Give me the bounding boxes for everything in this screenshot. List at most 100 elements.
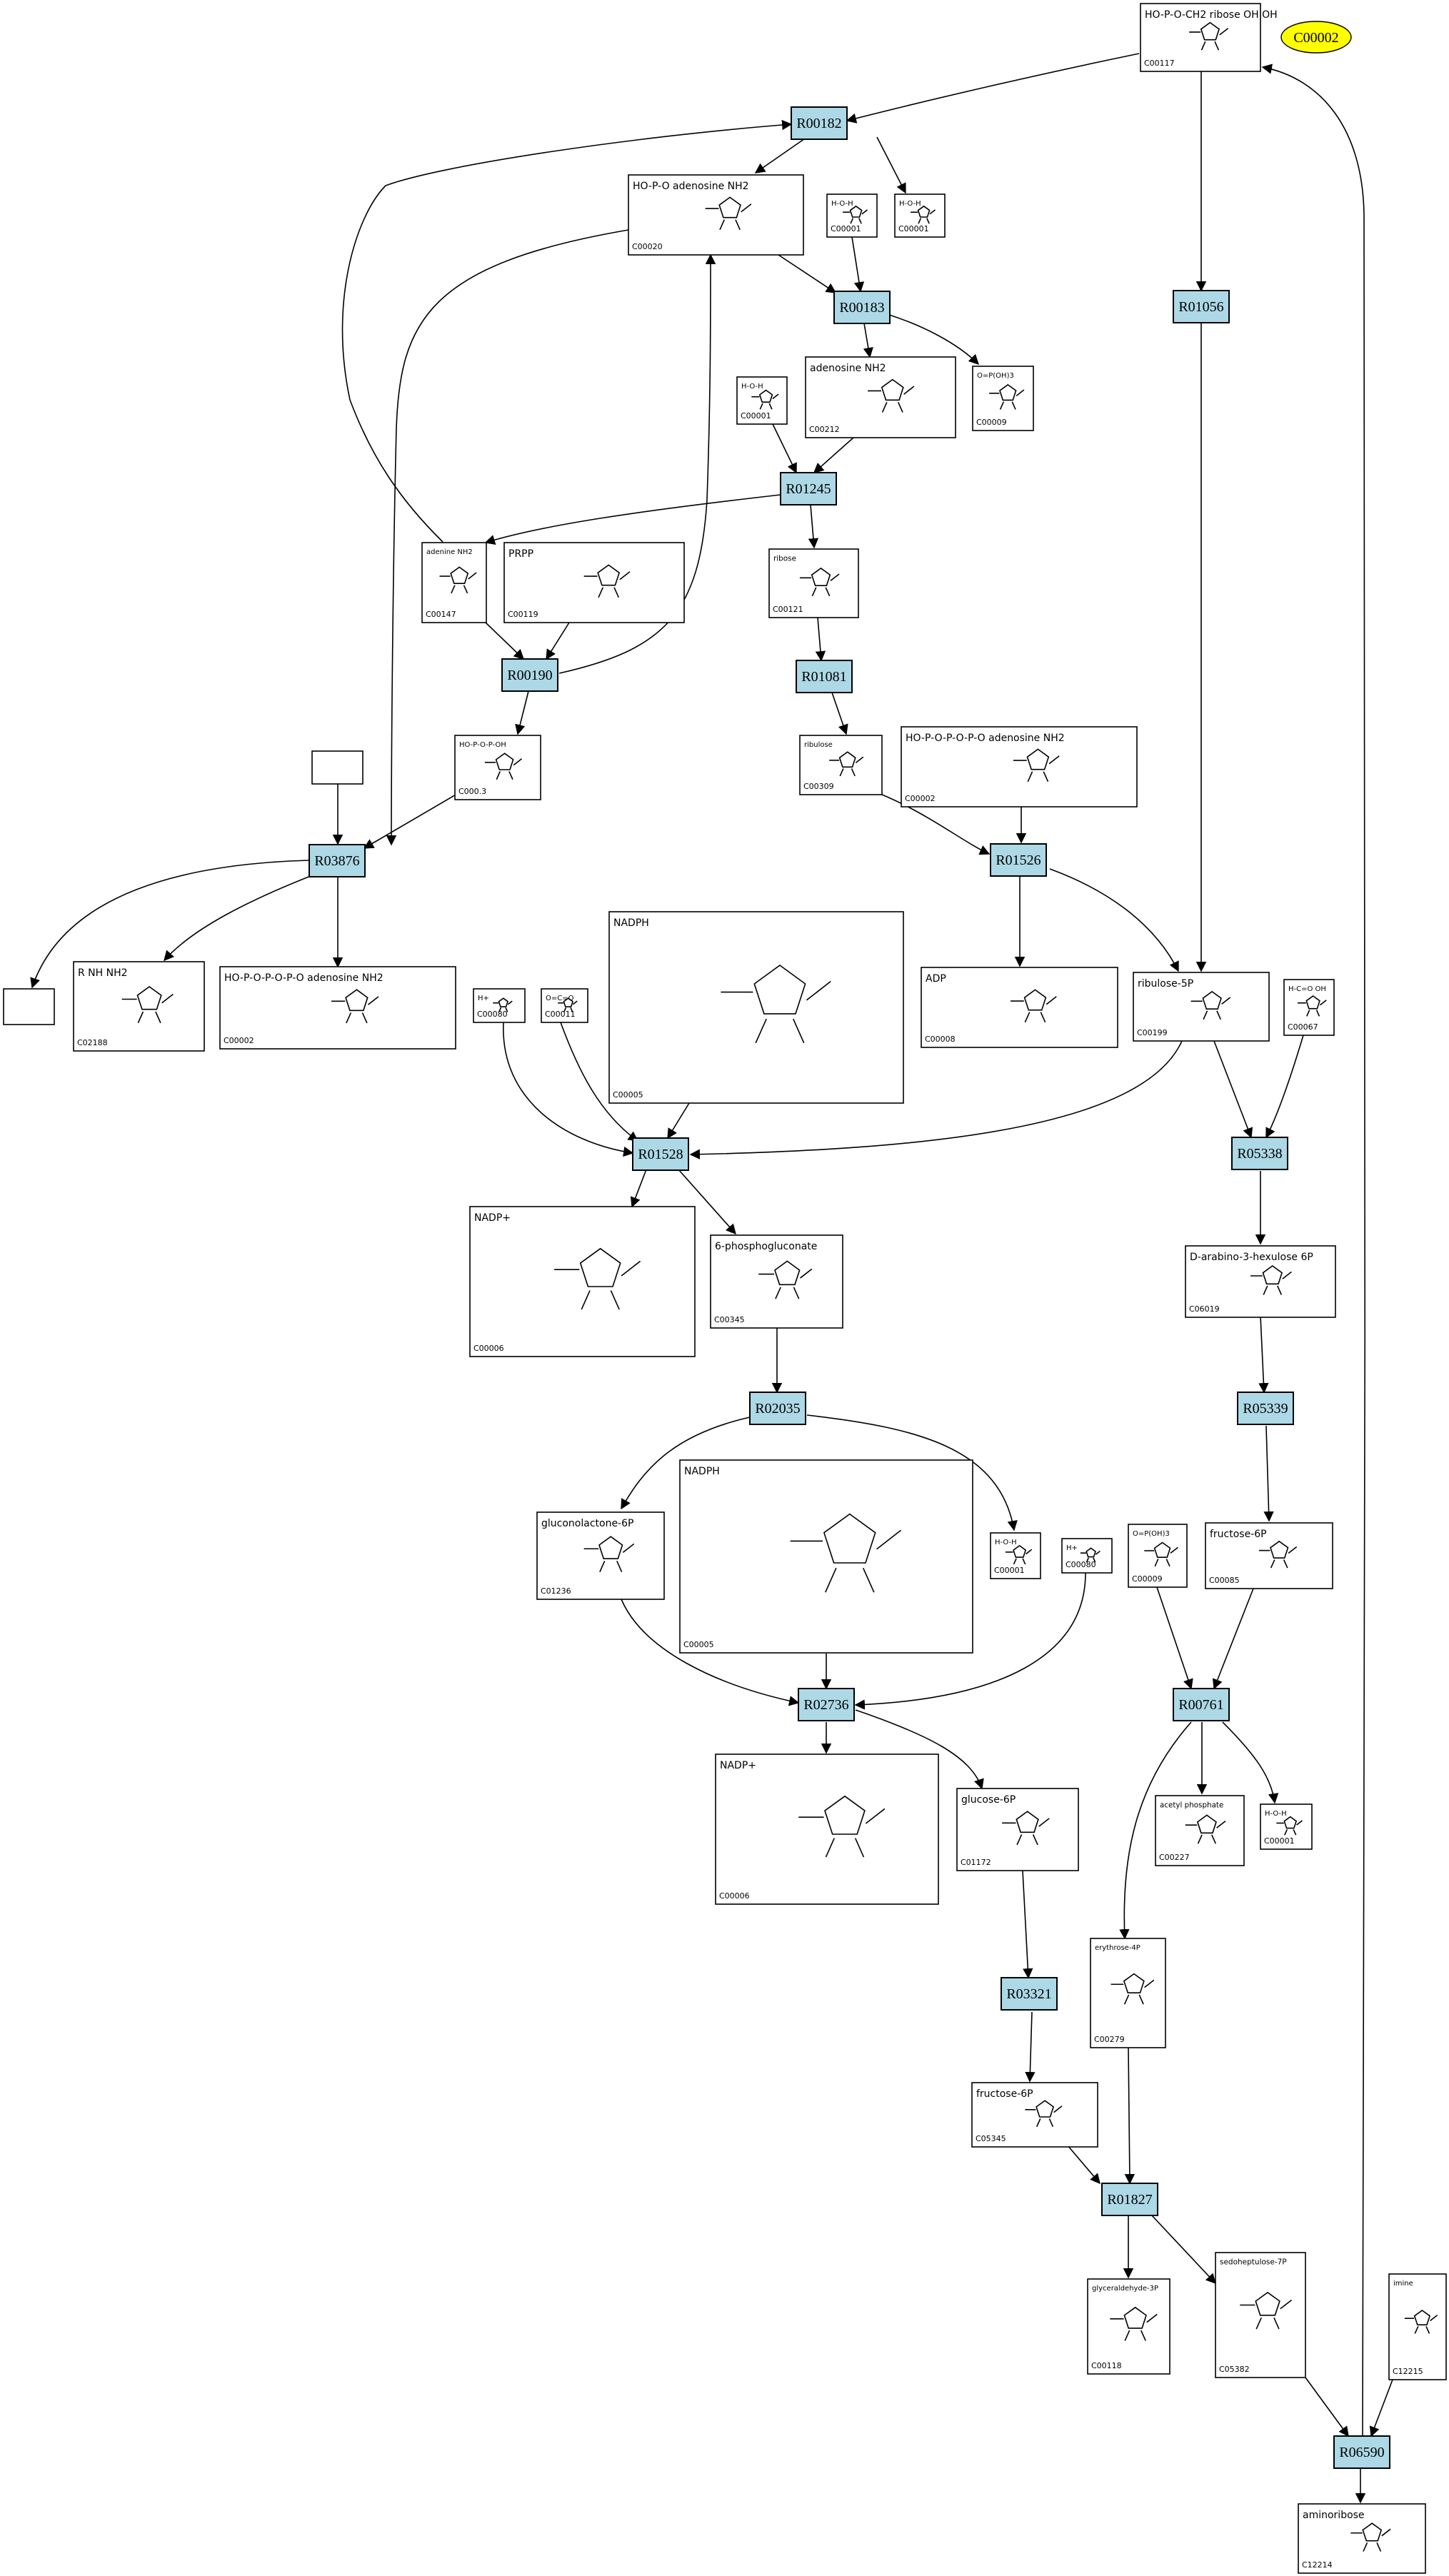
reaction-node[interactable]: R01526 (990, 843, 1047, 877)
reaction-node[interactable]: R05339 (1237, 1392, 1294, 1425)
ring-bond (597, 564, 621, 586)
edge (558, 253, 716, 674)
compound-id: C12215 (1393, 2367, 1423, 2376)
compound-box-c000.3[interactable]: C000.3HO-P-O-P-OH (454, 735, 541, 800)
reaction-node[interactable]: R01827 (1101, 2183, 1158, 2216)
bond (1154, 1559, 1159, 1567)
compound-frame (921, 967, 1118, 1048)
reaction-box (309, 844, 366, 877)
compound-id: C00009 (1132, 1574, 1163, 1584)
ring-bond (1026, 748, 1050, 770)
compound-id: C00001 (898, 224, 929, 233)
bond (1197, 1834, 1203, 1844)
reaction-node[interactable]: R00761 (1173, 1688, 1230, 1721)
reaction-node[interactable]: R00190 (501, 658, 558, 692)
reaction-label: R00182 (796, 116, 841, 131)
bond (1296, 1820, 1303, 1826)
bond (1053, 2105, 1063, 2113)
ring-bond (824, 1795, 866, 1835)
empty-compound-box (3, 988, 55, 1025)
edge (1067, 2145, 1100, 2185)
edge (851, 236, 865, 293)
edge (503, 1022, 634, 1157)
bond (1146, 2313, 1158, 2323)
reaction-node[interactable]: R06590 (1333, 2435, 1390, 2469)
reaction-node[interactable]: R01056 (1173, 290, 1230, 323)
reaction-node[interactable]: R03876 (309, 844, 366, 877)
edge (846, 53, 1140, 124)
edge (863, 323, 873, 358)
reaction-node[interactable]: R01081 (796, 660, 853, 693)
reaction-node[interactable]: R00183 (833, 291, 891, 324)
structure-label: HO-P-O-CH2 ribose OH OH (1145, 9, 1278, 21)
bond (755, 1018, 767, 1044)
reaction-box (791, 106, 848, 140)
reaction-node[interactable]: R01528 (632, 1137, 689, 1171)
ring-bond (1305, 995, 1320, 1010)
bond (1282, 1271, 1292, 1279)
reaction-node[interactable]: R05338 (1231, 1137, 1288, 1170)
bond (1095, 1550, 1100, 1555)
bond (862, 1567, 875, 1593)
ring-bond (1086, 1547, 1096, 1558)
compound-frame (1140, 3, 1261, 72)
highlight-compound[interactable]: C00002 (1280, 21, 1352, 54)
reaction-node[interactable]: R02736 (798, 1688, 855, 1721)
reaction-node[interactable]: R01245 (780, 472, 837, 505)
reaction-node[interactable]: R03321 (1001, 1977, 1058, 2011)
reaction-label: R02035 (755, 1401, 800, 1417)
reaction-node[interactable]: R02035 (749, 1392, 806, 1425)
compound-id: C01172 (961, 1858, 991, 1867)
structure-label: ribulose-5P (1138, 978, 1193, 990)
structure-label: D-arabino-3-hexulose 6P (1190, 1252, 1313, 1263)
compound-frame (628, 174, 804, 256)
edge (485, 622, 525, 660)
edge (1265, 1035, 1304, 1139)
reaction-node[interactable]: R00182 (791, 106, 848, 140)
ring-bond (1036, 2100, 1055, 2118)
bond (581, 1290, 591, 1310)
compound-id: C00309 (803, 782, 834, 791)
bond (1140, 2330, 1146, 2341)
reaction-box (501, 658, 558, 692)
